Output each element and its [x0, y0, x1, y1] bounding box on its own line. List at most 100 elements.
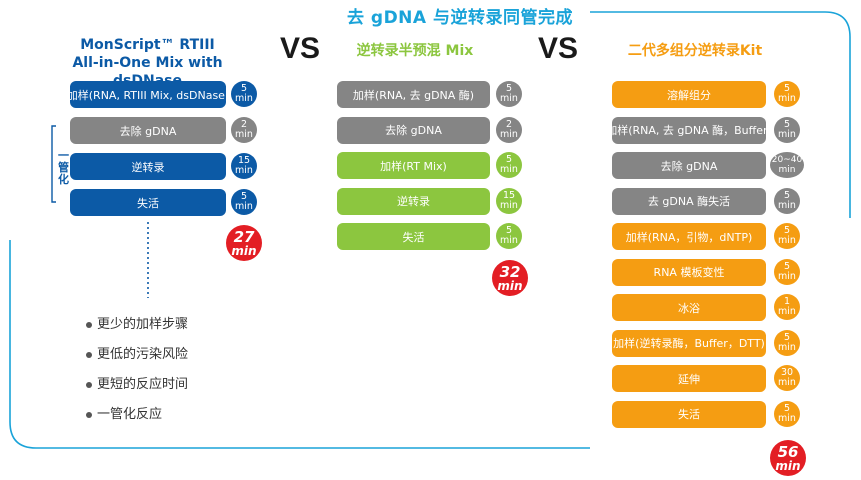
step-label: 去 gDNA 酶失活	[647, 195, 731, 208]
time-number: 5	[783, 118, 791, 130]
step-box: 溶解组分	[612, 81, 766, 114]
step-label: 失活	[137, 196, 159, 210]
benefit-item: 更少的加样步骤	[86, 313, 188, 343]
col2-heading: 逆转录半预混 Mix	[356, 43, 474, 59]
col3-total-unit: min	[775, 458, 801, 473]
step-box: 去除 gDNA	[612, 152, 766, 185]
time-number: 2	[505, 118, 513, 130]
time-unit: min	[778, 93, 796, 104]
step-box: 去除 gDNA	[70, 117, 226, 150]
col1-total-badge: 27 min	[226, 225, 262, 261]
time-unit: min	[778, 412, 796, 424]
step-box: 延伸	[612, 365, 766, 398]
time-unit: min	[778, 165, 796, 175]
step-box: 加样(逆转录酶，Buffer，DTT)	[612, 329, 766, 363]
time-number: 5	[505, 225, 513, 236]
time-unit: min	[778, 199, 796, 211]
step-label: 逆转录	[131, 160, 165, 174]
time-unit: min	[235, 93, 253, 104]
step-box: RNA 模板变性	[612, 258, 766, 292]
benefit-item: 一管化反应	[86, 403, 188, 433]
time-number: 5	[783, 260, 791, 272]
benefit-text: 一管化反应	[97, 407, 163, 422]
time-number: 15	[502, 189, 516, 201]
step-box: 冰浴	[612, 294, 766, 327]
time-number: 1	[783, 296, 791, 307]
time-number: 2	[240, 119, 248, 130]
vs-label-1: VS	[280, 32, 321, 65]
time-unit: min	[235, 201, 253, 212]
step-box: 逆转录	[70, 153, 226, 186]
time-number: 15	[237, 155, 251, 166]
time-number: 5	[783, 331, 791, 343]
col1-bracket-label: 一管化	[58, 149, 69, 186]
time-unit: min	[500, 199, 518, 211]
time-unit: min	[500, 164, 518, 175]
step-box: 加样(RNA, 去 gDNA 酶，Buffer)	[606, 116, 772, 150]
time-number: 20~40	[771, 155, 803, 165]
step-label: 加样(RNA, RTIII Mix, dsDNase)	[66, 88, 230, 102]
step-box: 去 gDNA 酶失活	[612, 187, 766, 221]
step-label: 加样(RNA, 去 gDNA 酶)	[352, 88, 475, 102]
col2-total-number: 32	[499, 262, 521, 281]
step-label: 溶解组分	[667, 88, 711, 102]
col1-total-number: 27	[233, 227, 255, 246]
time-unit: min	[778, 270, 796, 282]
step-label: 延伸	[678, 372, 700, 386]
step-label: 失活	[402, 230, 425, 244]
step-label: 加样(RT Mix)	[380, 159, 447, 173]
benefit-list: 更少的加样步骤 更低的污染风险 更短的反应时间 一管化反应	[86, 313, 188, 433]
time-number: 5	[783, 83, 791, 94]
bullet-icon	[86, 411, 92, 418]
step-label: 去除 gDNA	[119, 124, 177, 138]
time-number: 5	[783, 402, 791, 414]
step-label: 逆转录	[397, 195, 430, 208]
time-unit: min	[500, 128, 518, 140]
step-box: 加样(RNA, RTIII Mix, dsDNase)	[66, 81, 230, 114]
step-box: 失活	[337, 223, 490, 250]
step-label: 加样(RNA, 去 gDNA 酶，Buffer)	[606, 124, 772, 137]
step-box: 失活	[612, 400, 766, 428]
step-label: 加样(逆转录酶，Buffer，DTT)	[613, 337, 765, 350]
benefit-item: 更短的反应时间	[86, 373, 188, 403]
time-number: 30	[780, 367, 794, 378]
benefit-text: 更低的污染风险	[97, 347, 189, 362]
time-unit: min	[235, 165, 253, 176]
time-unit: min	[778, 235, 796, 246]
vs-label-2: VS	[538, 32, 579, 65]
time-unit: min	[778, 377, 796, 388]
step-label: 去除 gDNA	[660, 159, 718, 173]
bullet-icon	[86, 321, 92, 328]
